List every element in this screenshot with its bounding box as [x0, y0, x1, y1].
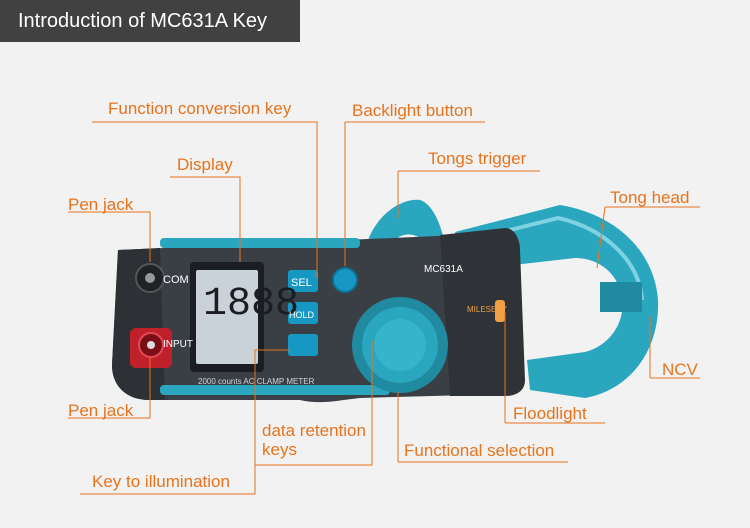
sel-button-label: SEL	[291, 277, 312, 289]
backlight-button	[332, 267, 358, 293]
title-bar: Introduction of MC631A Key	[0, 0, 300, 42]
label-pen-jack-top: Pen jack	[68, 195, 134, 214]
display-digits: 1888	[203, 282, 300, 327]
meter-body	[112, 228, 525, 403]
illumination-key	[288, 334, 318, 356]
label-data-retention-line2: keys	[262, 440, 297, 459]
function-selector-dial	[352, 297, 448, 393]
input-jack-label: INPUT	[163, 339, 193, 350]
tongs-trigger	[368, 199, 444, 248]
hold-button	[288, 302, 318, 324]
label-tong-head: Tong head	[610, 188, 690, 207]
com-jack-label: COM	[163, 274, 189, 286]
floodlight	[495, 300, 505, 322]
pen-jack-input	[130, 328, 172, 368]
display	[190, 262, 264, 372]
hold-button-label: HOLD	[289, 310, 315, 320]
label-display: Display	[177, 155, 233, 174]
leader-lines	[68, 121, 700, 495]
label-key-to-illumination: Key to illumination	[92, 472, 230, 491]
label-data-retention-line1: data retention	[262, 421, 366, 440]
pen-jack-com	[135, 263, 165, 293]
label-ncv: NCV	[662, 360, 698, 379]
page-title: Introduction of MC631A Key	[18, 10, 268, 32]
label-tongs-trigger: Tongs trigger	[428, 149, 527, 168]
label-function-conversion-key: Function conversion key	[108, 99, 292, 118]
sel-button	[288, 270, 318, 292]
label-functional-selection: Functional selection	[404, 441, 555, 460]
brand-label: MILESEEY	[467, 305, 508, 314]
label-backlight-button: Backlight button	[352, 101, 473, 120]
label-floodlight: Floodlight	[513, 404, 587, 423]
model-label: MC631A	[424, 264, 463, 275]
label-pen-jack-bottom: Pen jack	[68, 401, 134, 420]
counts-label: 2000 counts AC CLAMP METER	[198, 377, 315, 386]
